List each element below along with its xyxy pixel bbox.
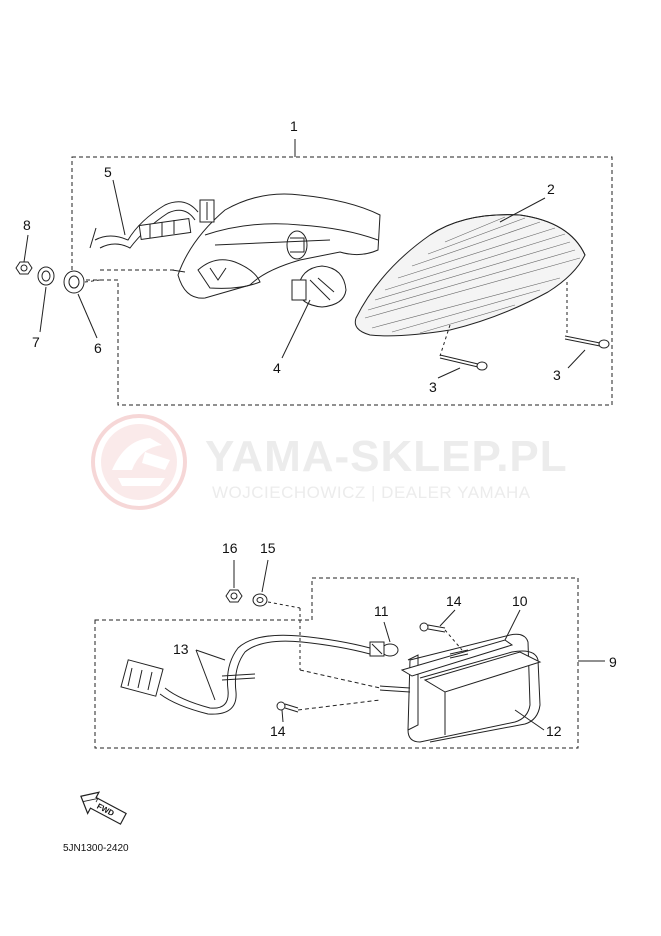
callout-14a: 14: [446, 593, 462, 609]
callout-3a: 3: [429, 379, 437, 395]
callout-2: 2: [547, 181, 555, 197]
callout-9: 9: [609, 654, 617, 670]
callout-3b: 3: [553, 367, 561, 383]
callout-11: 11: [374, 603, 389, 619]
callout-13: 13: [173, 641, 189, 657]
watermark-title: YAMA-SKLEP.PL: [205, 432, 568, 481]
callout-7: 7: [32, 334, 40, 350]
callout-12: 12: [546, 723, 562, 739]
callout-16: 16: [222, 540, 238, 556]
callout-10: 10: [512, 593, 528, 609]
diagram-code: 5JN1300-2420: [63, 843, 129, 854]
callout-4: 4: [273, 360, 281, 376]
callout-6: 6: [94, 340, 102, 356]
callout-8: 8: [23, 217, 31, 233]
screw-3a: [439, 354, 488, 371]
callout-14b: 14: [270, 723, 286, 739]
callout-1: 1: [290, 118, 298, 134]
license-light-assembly: [94, 559, 605, 749]
screw-14b: [276, 701, 299, 713]
callout-15: 15: [260, 540, 276, 556]
screw-14a: [419, 622, 446, 633]
watermark-subtitle: WOJCIECHOWICZ | DEALER YAMAHA: [212, 483, 531, 502]
watermark-logo: [91, 414, 187, 510]
fwd-arrow-icon: FWD: [80, 791, 127, 825]
screw-3b: [564, 335, 610, 349]
tail-light-assembly: [15, 139, 613, 406]
callout-5: 5: [104, 164, 112, 180]
